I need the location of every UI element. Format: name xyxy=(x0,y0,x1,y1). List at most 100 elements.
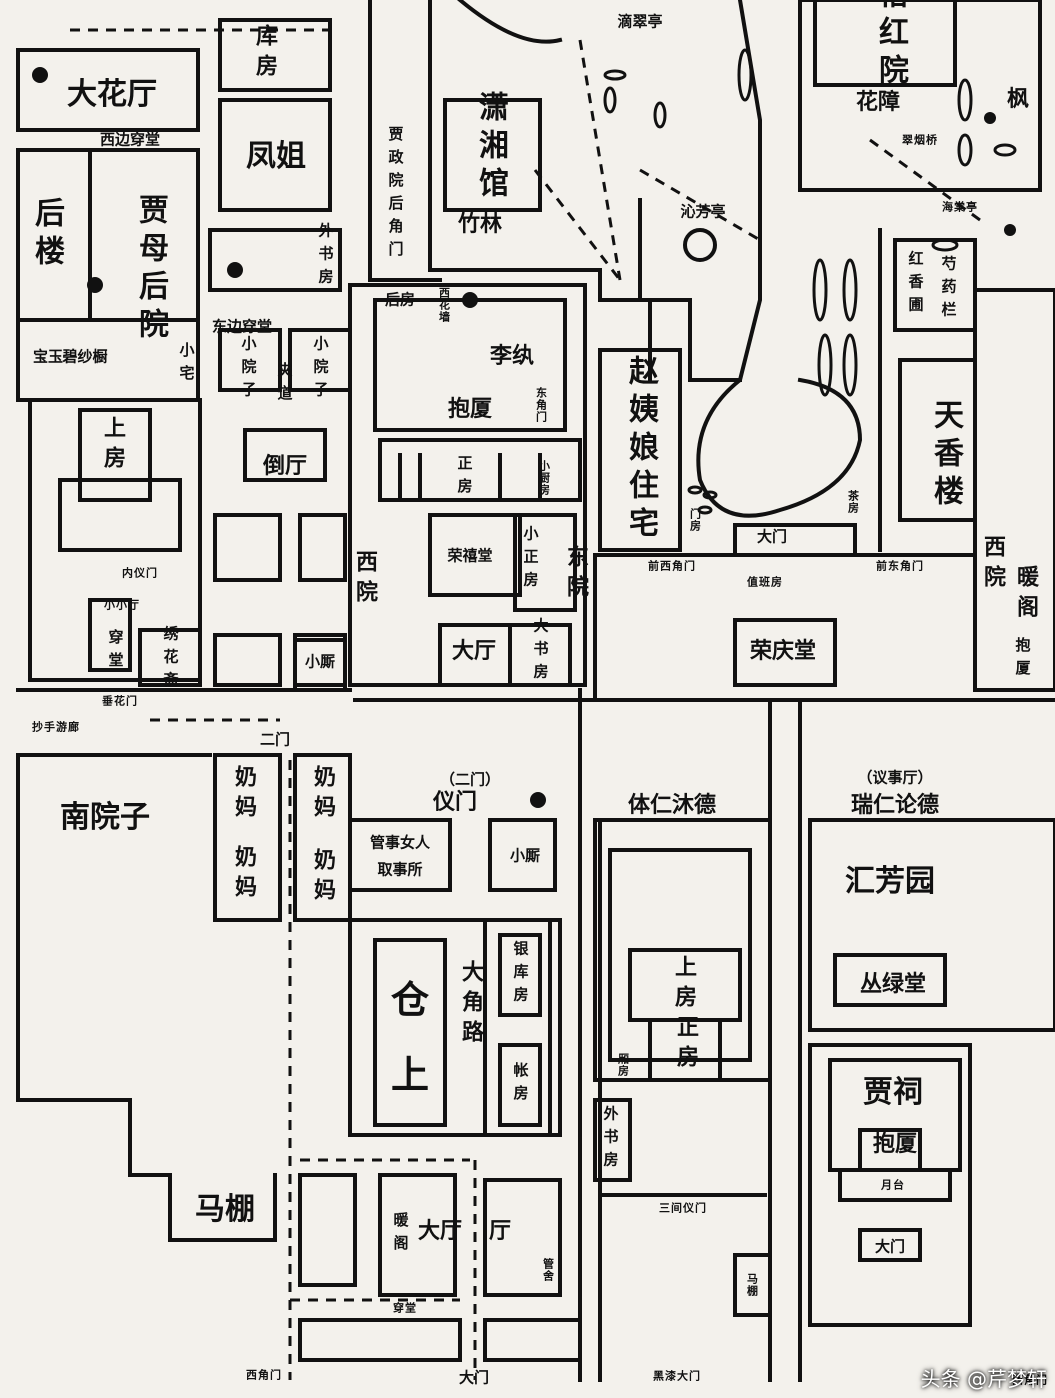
label-feng: 枫 xyxy=(1006,87,1030,112)
label-liwan: 李纨 xyxy=(489,344,535,369)
label-xijiaomen-right: 西角门 xyxy=(1012,1373,1048,1387)
label-baoyu: 宝玉 xyxy=(32,347,64,366)
label-yinkufang: 银库房 xyxy=(511,940,530,1010)
label-xiyuan-right: 西院 xyxy=(980,535,1005,595)
label-zhixiuzhai: 绣花斋 xyxy=(161,625,180,695)
label-xiaozhai: 小宅 xyxy=(177,342,196,388)
label-naima-2: 奶妈 xyxy=(231,845,256,905)
label-huazhang: 花障 xyxy=(855,90,901,115)
label-naima-1: 奶妈 xyxy=(231,765,256,825)
label-chaoshouyoulang: 抄手游廊 xyxy=(32,720,80,734)
label-xibian-chuantang: 西边穿堂 xyxy=(99,130,161,149)
label-damen-ci: 大门 xyxy=(874,1237,906,1256)
label-cang: 仓 xyxy=(390,978,430,1022)
label-dajiaolu: 大角路 xyxy=(458,960,483,1050)
label-mapeng: 马棚 xyxy=(195,1192,255,1227)
label-nuange: 暖阁 xyxy=(1013,565,1038,625)
label-zhaoyiniang: 赵姨娘住宅 xyxy=(623,355,658,545)
label-dahuating: 大花厅 xyxy=(67,77,157,112)
label-wai-shufang: 外书房 xyxy=(316,222,335,292)
label-chafang: 茶房 xyxy=(846,490,860,514)
label-daofang: 倒厅 xyxy=(262,454,308,479)
label-yuetai: 月台 xyxy=(881,1178,905,1192)
label-hongxiangpu: 红香圃 xyxy=(906,250,925,320)
label-xiaosi-lower: 小厮 xyxy=(509,846,541,865)
label-sanjianyimen: 三间仪门 xyxy=(659,1201,707,1215)
label-guanshinvren: 管事女人 xyxy=(369,833,431,852)
label-houfang: 后房 xyxy=(384,290,416,309)
label-zhengfang: 正房 xyxy=(455,455,474,501)
label-chuihuamen: 垂花门 xyxy=(102,694,138,708)
label-mapeng-right: 马棚 xyxy=(745,1273,759,1297)
label-zhibanfang: 值班房 xyxy=(747,575,783,589)
label-tianxianglou: 天香楼 xyxy=(928,399,963,513)
label-menfang: 门房 xyxy=(688,508,702,532)
label-xiaoxiangguan: 潇湘馆 xyxy=(473,91,508,205)
label-fengjie: 凤姐 xyxy=(246,139,306,174)
label-tirenmude: 体仁沐德 xyxy=(627,793,717,818)
label-damen-top: 大门 xyxy=(756,527,788,546)
label-shang: 上 xyxy=(390,1053,430,1097)
label-jiaci: 贾祠 xyxy=(863,1075,923,1110)
label-nuanfang: 厢房 xyxy=(616,1053,630,1077)
label-congluitang: 丛绿堂 xyxy=(859,972,927,997)
label-nanyuanzi: 南院子 xyxy=(60,800,150,835)
label-xihuaqiang: 西花墙 xyxy=(437,287,451,323)
label-nuange-lower: 暖阁 xyxy=(391,1212,410,1258)
label-xiyuan: 西院 xyxy=(352,550,377,610)
label-dating-lower: 大厅 xyxy=(417,1219,463,1244)
label-shangfang-left: 上房 xyxy=(100,416,125,476)
label-shaoyaolan: 芍药栏 xyxy=(939,255,958,325)
label-baosha-right: 抱厦 xyxy=(1013,637,1032,683)
label-ermen-paren: （二门） xyxy=(439,770,501,789)
label-xiaoyuanzi-right: 小院子 xyxy=(311,335,330,405)
label-huifangyuan: 汇芳园 xyxy=(845,864,935,899)
label-zhulin: 竹林 xyxy=(457,212,503,237)
label-xiaosi: 小厮 xyxy=(304,652,336,671)
label-damen-bottom: 大门 xyxy=(458,1368,490,1387)
label-dongjiaomen: 东角门 xyxy=(534,387,548,423)
label-rongqingtang: 荣庆堂 xyxy=(749,639,817,664)
label-qincuiting: 滴翠亭 xyxy=(617,12,663,31)
label-dongbian: 东边穿堂 xyxy=(211,317,273,336)
label-kufang: 库房 xyxy=(252,24,277,84)
label-yihongyuan: 怡红院 xyxy=(873,0,908,92)
label-ting-lower: 厅 xyxy=(488,1219,512,1244)
label-yimen: 仪门 xyxy=(432,790,478,815)
label-qiandongjiaomen: 前东角门 xyxy=(876,559,924,573)
label-rongxitang: 荣禧堂 xyxy=(447,546,493,565)
label-zhangfang: 帐房 xyxy=(511,1062,530,1108)
label-xiaochufang: 小厨房 xyxy=(537,460,551,496)
label-xiaoyuanzi-left: 小院子 xyxy=(239,335,258,405)
label-naima-3: 奶妈 xyxy=(310,765,335,825)
label-guanshe: 管舍 xyxy=(541,1258,555,1282)
label-neiyimen: 内仪门 xyxy=(122,566,158,580)
label-naima-4: 奶妈 xyxy=(310,848,335,908)
label-yirenlunde: 瑞仁论德 xyxy=(850,793,940,818)
label-houlou: 后楼 xyxy=(29,197,64,273)
watermark: 头条 @芹梦轩 xyxy=(920,1367,1047,1391)
label-chuantang-left: 穿堂 xyxy=(106,629,125,675)
label-cuiyanqiao: 翠烟桥 xyxy=(902,133,938,147)
label-dating: 大厅 xyxy=(451,639,497,664)
label-yishiting: （议事厅） xyxy=(857,768,933,787)
label-xijiaomen: 西角门 xyxy=(246,1368,282,1382)
label-zhengfang-lower: 正房 xyxy=(673,1015,698,1075)
label-dashufang: 大书房 xyxy=(531,617,550,687)
label-ermen-left: 二门 xyxy=(259,730,291,749)
label-xiaozhengfang: 小正房 xyxy=(521,525,540,595)
label-qushisuo: 取事所 xyxy=(377,860,423,879)
label-qinfangting: 沁芳亭 xyxy=(680,202,726,221)
label-haitang-ting: 海棠亭 xyxy=(942,200,978,214)
label-wai-shufang-lower: 外书房 xyxy=(601,1105,620,1175)
label-shangfang-mid: 上房 xyxy=(671,955,696,1015)
label-bishaochu: 碧纱橱 xyxy=(62,347,108,366)
label-jiazheng-houjiaomen: 贾政院后角门 xyxy=(386,126,405,264)
label-jiamu-houyuan: 贾母后院 xyxy=(133,194,168,346)
label-qianxijiaomen: 前西角门 xyxy=(648,559,696,573)
label-xiaoxiaoting: 小小厅 xyxy=(104,598,140,612)
label-baosha: 抱厦 xyxy=(447,397,493,422)
label-heiyoudamen: 黑漆大门 xyxy=(653,1369,701,1383)
label-jiadao: 夹道 xyxy=(275,362,294,408)
